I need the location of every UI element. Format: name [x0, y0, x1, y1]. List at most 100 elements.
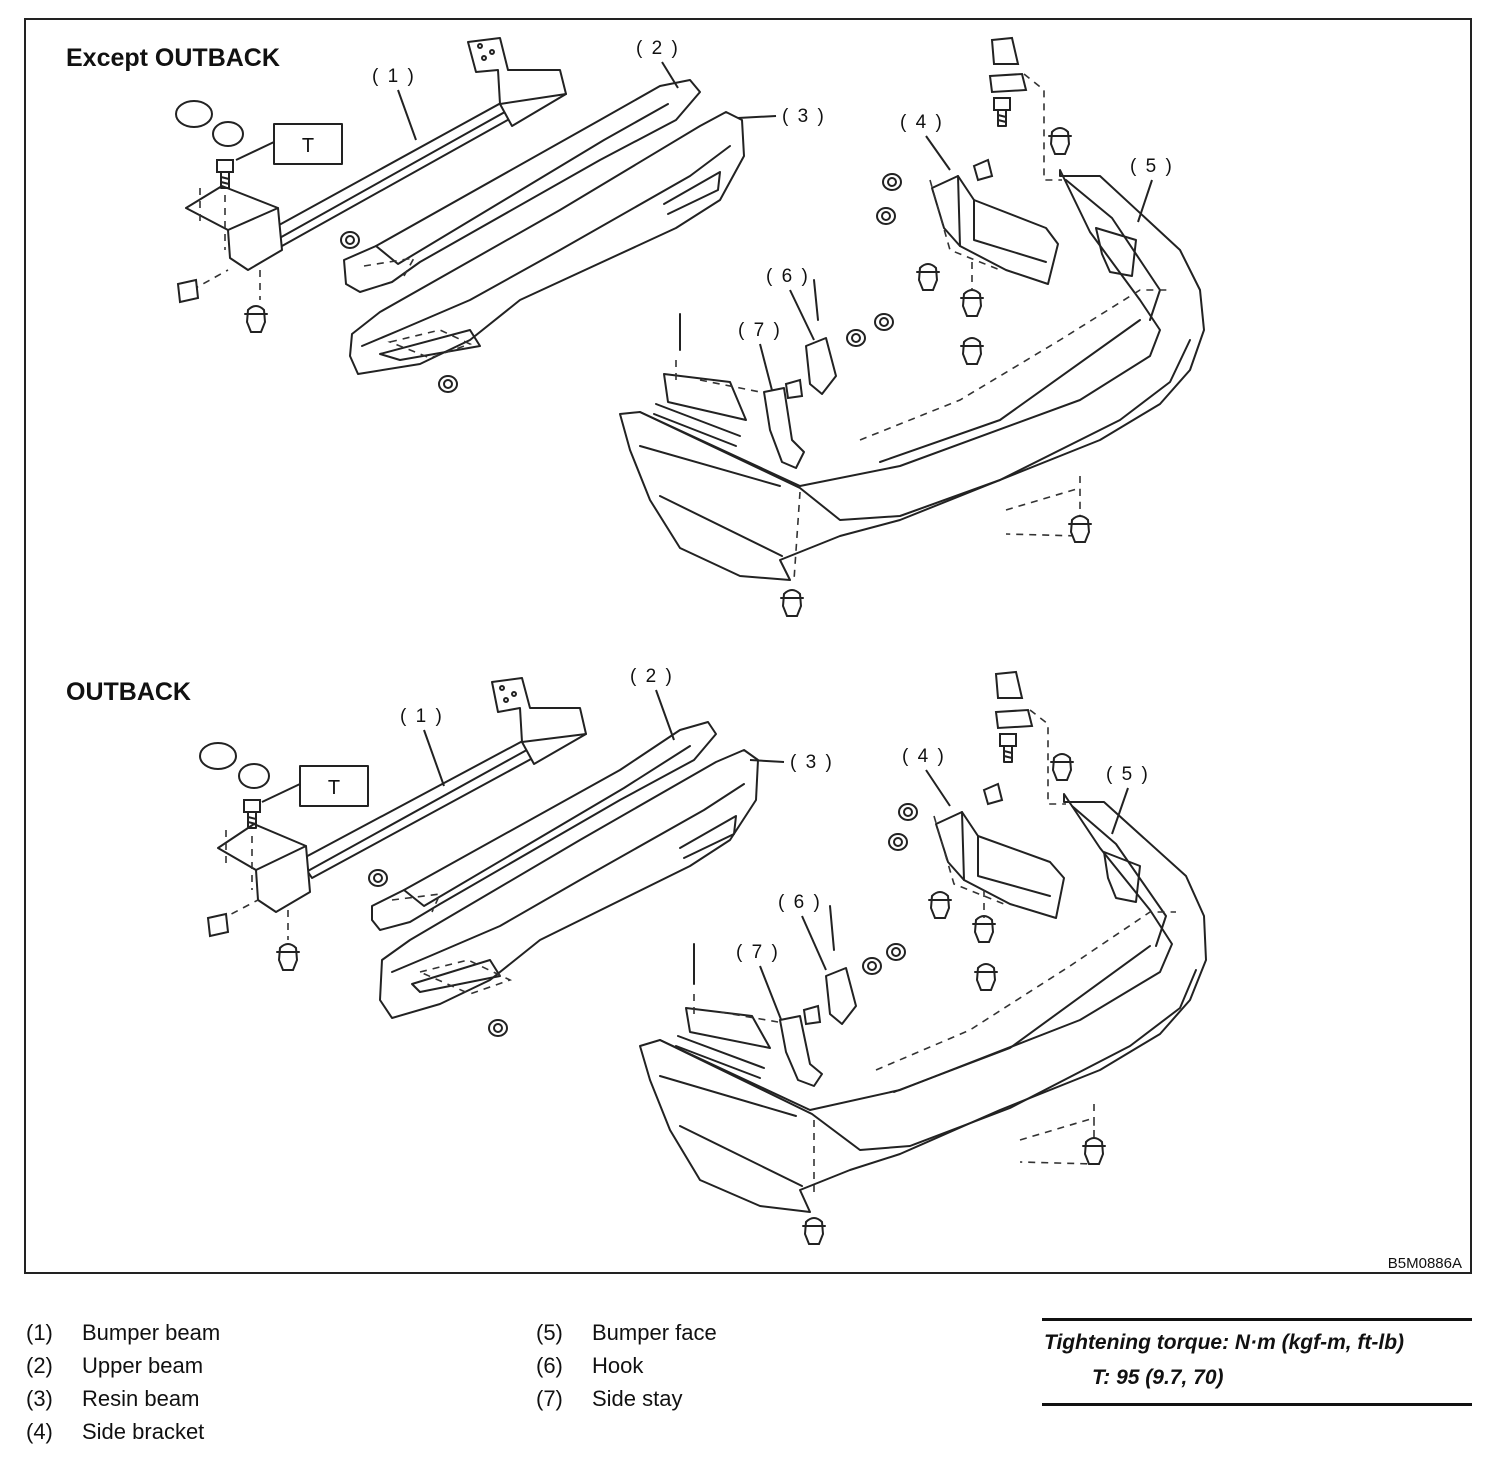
clip-fastener-icon [1048, 127, 1072, 155]
clip-fastener-icon [960, 289, 984, 317]
upper-beam-part [371, 721, 717, 931]
bumper-face-part [639, 793, 1207, 1213]
grommet-icon [340, 231, 360, 249]
legend-number: (2) [26, 1353, 53, 1378]
grommet-icon [888, 833, 908, 851]
grommet-icon [898, 803, 918, 821]
hook-part [825, 967, 857, 1025]
legend-item: (7)Side stay [536, 1382, 717, 1415]
grommet-icon [368, 869, 388, 887]
clip-fastener-icon [974, 963, 998, 991]
legend-label: Bumper beam [82, 1320, 221, 1345]
rivet-icon [972, 158, 994, 182]
callout-5: ( 5 ) [1130, 156, 1174, 177]
legend-item: (4) Side bracket [26, 1415, 220, 1448]
callout-4: ( 4 ) [902, 746, 946, 767]
legend-item: (1) Bumper beam [26, 1316, 220, 1349]
hook-part [805, 337, 837, 395]
resin-beam-part [379, 749, 759, 1019]
legend-label: Resin beam [82, 1386, 200, 1411]
lower-assembly: OUTBACK T ( 1 ) ( 2 ) [66, 666, 1207, 1245]
clip-fastener-icon [802, 1217, 826, 1245]
beam-bolt-icon [216, 159, 234, 189]
clip-fastener-icon [928, 891, 952, 919]
grommet-icon [488, 1019, 508, 1037]
legend-number: (1) [26, 1320, 53, 1345]
clip-fastener-icon [1050, 753, 1074, 781]
retainer-plate-icon [988, 72, 1028, 94]
legend-item: (2) Upper beam [26, 1349, 220, 1382]
torque-heading: Tightening torque: N·m (kgf-m, ft-lb) [1044, 1331, 1405, 1354]
legend-item: (5) Bumper face [536, 1316, 717, 1349]
stud-bolt-icon [999, 733, 1017, 763]
exploded-parts-diagram: Except OUTBACK T [66, 36, 1462, 1272]
callout-5: ( 5 ) [1106, 764, 1150, 785]
stud-bolt-icon [993, 97, 1011, 127]
section-heading-outback: OUTBACK [66, 678, 191, 706]
retainer-plate-icon [994, 708, 1034, 730]
legend-number: (3) [26, 1386, 53, 1411]
legend-label: Side bracket [82, 1419, 205, 1444]
grommet-icon [876, 207, 896, 225]
figure-code: B5M0886A [1388, 1255, 1462, 1272]
legend-number: (5) [536, 1320, 563, 1345]
legend-label: Upper beam [82, 1353, 204, 1378]
legend-number: (4) [26, 1419, 53, 1444]
grommet-icon [846, 329, 866, 347]
clip-fastener-icon [972, 915, 996, 943]
torque-symbol-box [273, 123, 343, 165]
clip-fastener-icon [1082, 1137, 1106, 1165]
cap-nut-icon [206, 912, 230, 938]
bumper-beam-part [185, 37, 567, 271]
side-stay-rail [685, 1007, 771, 1049]
grommet-icon [874, 313, 894, 331]
callout-6: ( 6 ) [766, 266, 810, 287]
retainer-icon [784, 378, 804, 400]
legend-item: (6) Hook [536, 1349, 717, 1382]
callout-1: ( 1 ) [400, 706, 444, 727]
callout-3: ( 3 ) [790, 752, 834, 773]
seal-pad-large [175, 100, 213, 128]
nut-plate-icon [994, 670, 1024, 699]
callout-4: ( 4 ) [900, 112, 944, 133]
seal-pad-large [199, 742, 237, 770]
cap-nut-icon [176, 278, 200, 304]
callout-2: ( 2 ) [630, 666, 674, 687]
clip-fastener-icon [1068, 515, 1092, 543]
legend-column-right: (5) Bumper face (6) Hook (7)Side stay [536, 1316, 717, 1415]
callout-7: ( 7 ) [736, 942, 780, 963]
seal-pad-small [238, 763, 270, 789]
legend-item: (3) Resin beam [26, 1382, 220, 1415]
retainer-icon [802, 1004, 822, 1026]
side-stay-part [763, 387, 805, 469]
torque-spec-box: Tightening torque: N·m (kgf-m, ft-lb) T:… [1042, 1318, 1472, 1406]
clip-fastener-icon [916, 263, 940, 291]
section-heading-except-outback: Except OUTBACK [66, 44, 280, 72]
torque-value: T: 95 (9.7, 70) [1092, 1366, 1224, 1389]
seal-pad-small [212, 121, 244, 147]
nut-plate-icon [990, 36, 1020, 65]
rivet-icon [982, 782, 1004, 806]
callout-2: ( 2 ) [636, 38, 680, 59]
legend-label: Bumper face [592, 1320, 717, 1345]
legend-label: Side stay [592, 1386, 683, 1411]
upper-beam-part [343, 79, 701, 293]
clip-fastener-icon [960, 337, 984, 365]
upper-assembly: Except OUTBACK T [66, 36, 1205, 617]
side-stay-part [779, 1015, 823, 1087]
clip-fastener-icon [276, 943, 300, 971]
legend-label: Hook [592, 1353, 644, 1378]
callout-3: ( 3 ) [782, 106, 826, 127]
grommet-icon [882, 173, 902, 191]
grommet-icon [438, 375, 458, 393]
clip-fastener-icon [780, 589, 804, 617]
legend-number: (6) [536, 1353, 563, 1378]
bumper-beam-part [217, 677, 587, 913]
clip-fastener-icon [244, 305, 268, 333]
bumper-face-part [619, 169, 1205, 581]
figure-frame [24, 18, 1472, 1274]
torque-symbol-label: T [302, 135, 314, 157]
torque-symbol-box [299, 765, 369, 807]
grommet-icon [886, 943, 906, 961]
torque-symbol-label: T [328, 777, 340, 799]
